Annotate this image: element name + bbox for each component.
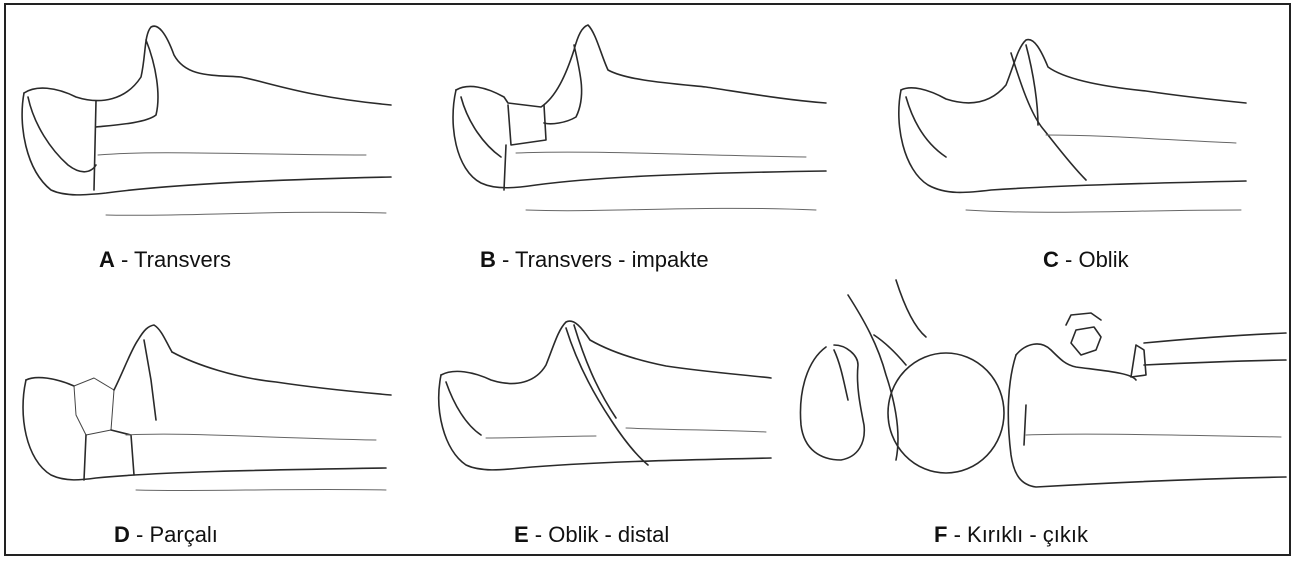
caption-e-separator: - — [529, 522, 549, 547]
panel-e: E - Oblik - distal — [426, 280, 846, 555]
caption-b-label: Transvers - impakte — [515, 247, 709, 272]
ulna-drawing-oblique-distal — [426, 280, 846, 520]
caption-b-letter: B — [480, 247, 496, 272]
caption-b-separator: - — [496, 247, 515, 272]
caption-e: E - Oblik - distal — [514, 522, 669, 548]
caption-b: B - Transvers - impakte — [480, 247, 709, 273]
ulna-drawing-transverse-impacted — [436, 5, 856, 245]
figure-frame: A - Transvers B - Transvers - impakte — [4, 3, 1291, 556]
caption-a-separator: - — [115, 247, 134, 272]
caption-d-letter: D — [114, 522, 130, 547]
ulna-drawing-transverse — [6, 5, 426, 245]
caption-d: D - Parçalı — [114, 522, 218, 548]
caption-a-letter: A — [99, 247, 115, 272]
caption-f: F - Kırıklı - çıkık — [934, 522, 1088, 548]
caption-d-label: Parçalı — [149, 522, 217, 547]
caption-f-label: Kırıklı - çıkık — [967, 522, 1088, 547]
panel-f: F - Kırıklı - çıkık — [786, 265, 1291, 555]
panel-c: C - Oblik — [866, 5, 1291, 280]
ulna-drawing-comminuted — [6, 280, 426, 520]
caption-e-letter: E — [514, 522, 529, 547]
panel-d: D - Parçalı — [6, 280, 426, 555]
caption-d-separator: - — [130, 522, 150, 547]
caption-f-letter: F — [934, 522, 947, 547]
caption-a: A - Transvers — [99, 247, 231, 273]
caption-a-label: Transvers — [134, 247, 231, 272]
ulna-drawing-oblique — [866, 5, 1291, 245]
panel-b: B - Transvers - impakte — [436, 5, 856, 280]
panel-a: A - Transvers — [6, 5, 426, 280]
caption-e-label: Oblik - distal — [548, 522, 669, 547]
caption-f-separator: - — [947, 522, 967, 547]
ulna-drawing-fracture-dislocation — [786, 265, 1291, 520]
